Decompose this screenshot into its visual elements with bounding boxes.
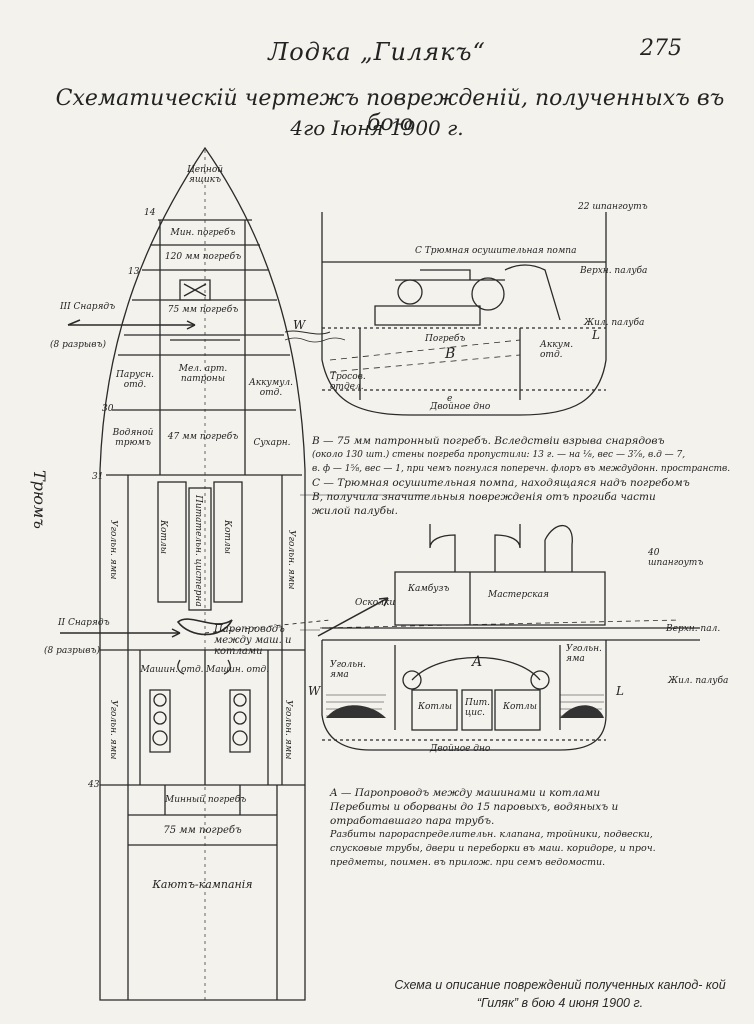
coal-left-label: Угольн. ямы <box>108 520 118 580</box>
living-deck-label-40: Жил. палуба <box>668 676 729 686</box>
plan-engine-right <box>229 689 251 753</box>
frame-13: 13 <box>128 267 140 277</box>
notes-upper-line3: в. ф — 1⅝, вес — 1, при чемъ погнулся по… <box>312 464 731 474</box>
shell-3-note: (8 разрывъ) <box>50 340 106 350</box>
living-deck-label-22: Жил. палуба <box>584 318 645 328</box>
notes-lower-line3: отработавшаго пара трубъ. <box>330 815 495 827</box>
kambuz-label: Камбузъ <box>408 584 450 594</box>
letter-l-upper: L <box>592 328 600 342</box>
engine-room-right-label: Машин. отд. <box>206 665 270 675</box>
frame-30: 30 <box>102 404 114 414</box>
coal-pit-left: Угольн. яма <box>330 660 366 680</box>
coal-lower-left-label: Угольн. ямы <box>108 700 118 760</box>
fragments-label: Осколки <box>355 598 396 608</box>
document-date: 4го Іюня 1900 г. <box>290 116 464 140</box>
letter-w-upper: W <box>293 318 306 332</box>
notes-upper-line2: (около 130 шт.) стены погреба пропустили… <box>312 450 686 460</box>
compartment-kamp: Каютъ-кампанія <box>152 878 253 891</box>
feed-cistern-label: Питательн. цистерна <box>193 495 203 607</box>
notes-upper: B — 75 мм патронный погребъ. Вследствіи … <box>312 434 732 518</box>
accum-section-label: Аккум. отд. <box>540 340 574 360</box>
notes-upper-line6: жилой палубы. <box>312 505 398 517</box>
plan-engine-left <box>149 689 171 753</box>
shell-arrow-3 <box>67 319 196 330</box>
letter-l-lower: L <box>616 684 624 698</box>
frame-22-label: 22 шпангоутъ <box>578 202 648 212</box>
boilers-left-label: Котлы <box>158 520 168 554</box>
page-number: 275 <box>640 36 682 61</box>
notes-upper-line1: B — 75 мм патронный погребъ. Вследствіи … <box>312 435 665 447</box>
section-22-hull <box>321 212 607 416</box>
document-subtitle: Схематическій чертежъ поврежденій, получ… <box>55 86 725 136</box>
notes-lower-line1: A — Паропроводъ между машинами и котлами <box>330 787 601 799</box>
hold-label: Трюмъ <box>30 470 49 529</box>
compartment-47mm: 47 мм погребъ <box>167 432 239 442</box>
shell-arrow-2 <box>60 628 181 638</box>
image-caption: Схема и описание повреждений полученных … <box>394 978 726 1010</box>
boilers-left-section: Котлы <box>418 702 452 712</box>
coal-lower-right-label: Угольн. ямы <box>283 700 293 760</box>
notes-lower-line6: предметы, поимен. въ прилож. при семъ ве… <box>330 857 606 868</box>
frame-43: 43 <box>88 780 100 790</box>
boilers-right-section: Котлы <box>503 702 537 712</box>
compartment-anchor-chain: Цепной ящикъ <box>186 165 224 185</box>
frame-31: 31 <box>92 472 104 482</box>
frame-40-label: 40 шпангоутъ <box>648 548 704 568</box>
document-title: Лодка „Гилякъ“ <box>268 38 486 66</box>
compartment-75mm-upper: 75 мм погребъ <box>167 305 239 315</box>
upper-deck-label-40: Верхн. пал. <box>666 624 721 634</box>
engine-room-left-label: Машин. отд. <box>140 665 204 675</box>
shell-3-label: III Снарядъ <box>60 302 116 312</box>
upper-deck-label-22: Верхн. палуба <box>580 266 648 276</box>
frame-14: 14 <box>144 208 156 218</box>
notes-lower: A — Паропроводъ между машинами и котлами… <box>330 786 730 870</box>
double-bottom-22: Двойное дно <box>430 402 491 412</box>
compartment-120mm: 120 мм погребъ <box>164 252 242 262</box>
double-bottom-40: Двойное дно <box>430 744 491 754</box>
letter-a: A <box>472 654 483 670</box>
compartment-water-hold: Водяной трюмъ <box>112 428 154 448</box>
coal-pit-right: Угольн. яма <box>566 644 602 664</box>
notes-lower-line2: Перебиты и оборваны до 15 паровыхъ, водя… <box>330 801 619 813</box>
notes-lower-line4: Разбиты парораспределительн. клапана, тр… <box>330 829 653 840</box>
notes-upper-line5: B, получила значительныя поврежденія отъ… <box>312 491 656 503</box>
shell-2-label: II Снарядъ <box>58 618 110 628</box>
section-40-hull <box>321 524 700 751</box>
feed-cistern-section: Пит. цис. <box>465 698 491 718</box>
magazine-label-22: Погребъ <box>425 334 466 344</box>
letter-e: e <box>447 394 453 404</box>
compartment-mine-magazine: Мин. погребъ <box>170 228 236 238</box>
mine-magazine-lower: Минный погребъ <box>165 795 247 805</box>
notes-upper-line4: С — Трюмная осушительная помпа, находяща… <box>312 477 690 489</box>
steam-pipe-label: Паропроводъ между маш. и котлами <box>214 624 292 657</box>
compartment-accumulator: Аккумул. отд. <box>248 378 294 398</box>
rope-compartment-label: Тросов. отдел. <box>330 372 366 392</box>
pump-label: С Трюмная осушительная помпа <box>415 246 577 256</box>
shell-2-note: (8 разрывъ) <box>44 646 100 656</box>
plan-hull-outline <box>99 146 306 1001</box>
letter-b: B <box>445 346 456 362</box>
notes-lower-line5: спусковые трубы, двери и переборки въ ма… <box>330 843 656 854</box>
letter-w-lower: W <box>308 684 321 698</box>
compartment-small-artillery: Мел. арт. патроны <box>178 364 228 384</box>
compartment-sails: Парусн. отд. <box>115 370 155 390</box>
coal-right-label: Угольн. ямы <box>286 530 296 590</box>
compartment-sukhar: Сухарн. <box>253 438 291 448</box>
workshop-label: Мастерская <box>488 590 549 600</box>
compartment-75mm-lower: 75 мм погребъ <box>163 825 242 836</box>
boilers-right-label: Котлы <box>222 520 232 554</box>
